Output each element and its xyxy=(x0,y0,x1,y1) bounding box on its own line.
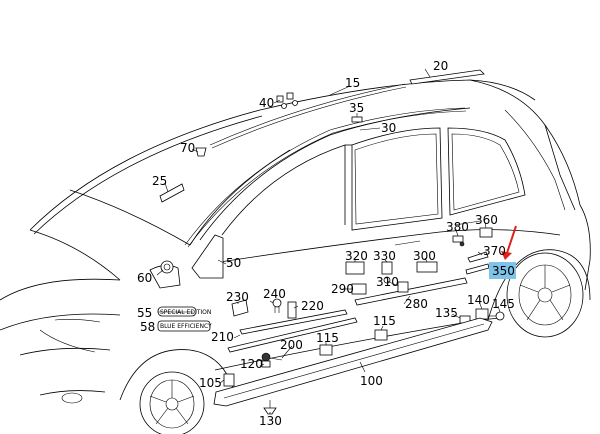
part-140 xyxy=(475,308,489,320)
part-50 xyxy=(191,234,224,279)
part-240 xyxy=(272,298,282,313)
callout-145: 145 xyxy=(492,297,515,311)
callout-20: 20 xyxy=(433,59,448,73)
callout-330: 330 xyxy=(373,249,396,263)
callout-240: 240 xyxy=(263,287,286,301)
part-55-badge: SPECIAL EDITION xyxy=(157,306,211,317)
callout-30: 30 xyxy=(381,121,396,135)
highlight-350 xyxy=(489,225,517,279)
callout-135: 135 xyxy=(435,306,458,320)
callout-140: 140 xyxy=(467,293,490,307)
badge-blue-efficiency: BLUE EFFICIENCY xyxy=(160,323,212,330)
part-105 xyxy=(223,373,235,387)
callout-300: 300 xyxy=(413,249,436,263)
callout-35: 35 xyxy=(349,101,364,115)
part-380 xyxy=(452,235,465,247)
callout-50: 50 xyxy=(226,256,241,270)
callout-55: 55 xyxy=(137,306,152,320)
part-130 xyxy=(263,400,277,415)
callout-40: 40 xyxy=(259,96,274,110)
part-210 xyxy=(227,317,358,353)
callout-115a: 115 xyxy=(373,314,396,328)
callout-360: 360 xyxy=(475,213,498,227)
callout-115b: 115 xyxy=(316,331,339,345)
part-370 xyxy=(467,251,489,263)
callout-320: 320 xyxy=(345,249,368,263)
callout-105: 105 xyxy=(199,376,222,390)
part-200 xyxy=(269,357,283,361)
part-320 xyxy=(345,261,365,275)
highlight-box xyxy=(489,262,516,279)
part-35 xyxy=(351,116,363,123)
car-outline xyxy=(0,79,591,434)
part-310 xyxy=(397,281,409,293)
part-360 xyxy=(479,227,493,238)
callout-210: 210 xyxy=(211,330,234,344)
part-belt-front xyxy=(239,309,348,335)
callout-25: 25 xyxy=(152,174,167,188)
parts: SPECIAL EDITION BLUE EFFICIENCY xyxy=(157,69,505,415)
callout-310: 310 xyxy=(376,275,399,289)
part-115a xyxy=(374,329,388,341)
part-290 xyxy=(351,283,367,295)
part-58-badge: BLUE EFFICIENCY xyxy=(157,320,212,332)
callouts: 20 15 40 35 30 70 25 60 50 380 360 370 3… xyxy=(137,59,515,428)
callout-70: 70 xyxy=(180,141,195,155)
part-120 xyxy=(261,352,271,368)
leader-lines xyxy=(156,68,501,414)
callout-200: 200 xyxy=(280,338,303,352)
callout-15: 15 xyxy=(345,76,360,90)
callout-58: 58 xyxy=(140,320,155,334)
part-100 xyxy=(213,317,493,407)
part-300 xyxy=(416,261,438,273)
callout-380: 380 xyxy=(446,220,469,234)
callout-230: 230 xyxy=(226,290,249,304)
part-280 xyxy=(354,277,468,306)
red-arrow-head xyxy=(501,251,512,260)
callout-120: 120 xyxy=(240,357,263,371)
badge-special-edition: SPECIAL EDITION xyxy=(160,309,211,316)
part-20 xyxy=(409,69,485,85)
part-30 xyxy=(184,107,466,246)
part-60 xyxy=(160,260,174,274)
part-220 xyxy=(287,301,297,319)
callout-220: 220 xyxy=(301,299,324,313)
part-15 xyxy=(209,83,406,146)
callout-370: 370 xyxy=(483,244,506,258)
part-350 xyxy=(465,263,490,275)
part-25 xyxy=(159,183,185,203)
part-70 xyxy=(195,147,207,157)
callout-350: 350 xyxy=(492,264,515,278)
callout-100: 100 xyxy=(360,374,383,388)
callout-60: 60 xyxy=(137,271,152,285)
part-115b xyxy=(319,344,333,356)
callout-130: 130 xyxy=(259,414,282,428)
callout-290: 290 xyxy=(331,282,354,296)
red-arrow xyxy=(505,225,517,257)
part-230 xyxy=(231,299,249,317)
callout-280: 280 xyxy=(405,297,428,311)
part-40 xyxy=(276,92,298,109)
